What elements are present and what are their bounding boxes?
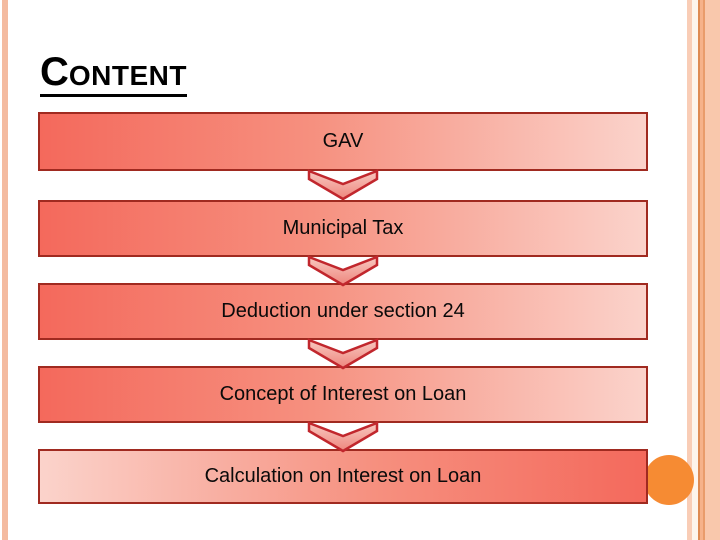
flow-box-label: Concept of Interest on Loan (219, 383, 467, 405)
down-chevron-arrow-icon (307, 168, 379, 202)
right-edge-stripe (705, 0, 720, 540)
right-edge-stripe (687, 0, 692, 540)
right-edge-stripe (700, 0, 703, 540)
flow-box-municipal-tax: Municipal Tax (38, 200, 648, 257)
right-edge-stripe (692, 0, 698, 540)
page-title-rest: ONTENT (68, 60, 187, 91)
flow-box-label: Deduction under section 24 (221, 300, 465, 322)
flow-box-label: Municipal Tax (282, 217, 404, 239)
flow-box-deduction-section-24: Deduction under section 24 (38, 283, 648, 340)
right-edge-stripe (703, 0, 705, 540)
accent-circle (644, 455, 694, 505)
flow-box-gav: GAV (38, 112, 648, 171)
down-chevron-arrow-icon (307, 337, 379, 371)
flow-box-concept-interest-loan: Concept of Interest on Loan (38, 366, 648, 423)
down-chevron-arrow-icon (307, 254, 379, 288)
flow-box-label: Calculation on Interest on Loan (204, 465, 482, 487)
down-chevron-arrow-icon (307, 420, 379, 454)
page-title-initial: C (40, 50, 69, 94)
page-title: CONTENT (40, 52, 187, 97)
left-edge-stripe (2, 0, 8, 540)
right-edge-stripe (698, 0, 700, 540)
flow-box-label: GAV (322, 130, 364, 152)
flow-box-calculation-interest-loan: Calculation on Interest on Loan (38, 449, 648, 504)
